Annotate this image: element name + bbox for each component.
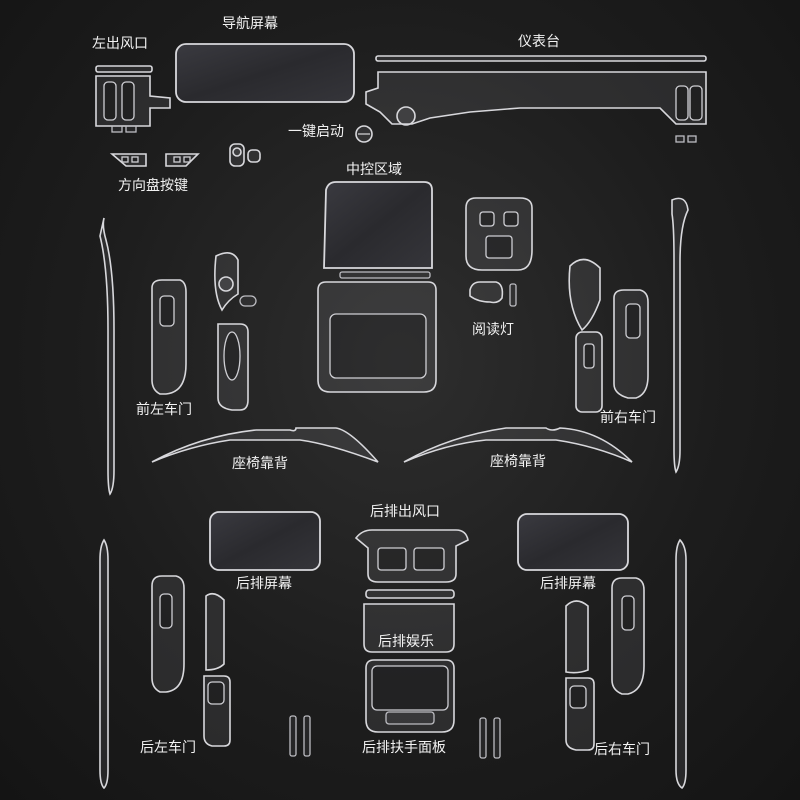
left-vent-part bbox=[95, 65, 171, 133]
rear-right-door-part bbox=[479, 538, 687, 790]
label-rear-entertainment: 后排娱乐 bbox=[378, 634, 434, 650]
rear-left-door-part bbox=[99, 538, 311, 790]
nav-screen-part bbox=[175, 43, 355, 103]
rear-entertainment-part bbox=[363, 589, 455, 653]
rear-screen-right-part bbox=[517, 513, 629, 571]
label-seat-back-right: 座椅靠背 bbox=[490, 454, 546, 470]
label-one-key-start: 一键启动 bbox=[288, 124, 344, 140]
seat-back-left-part bbox=[151, 427, 379, 463]
label-steering-buttons: 方向盘按键 bbox=[118, 178, 188, 194]
label-center-console: 中控区域 bbox=[346, 162, 402, 178]
label-seat-back-left: 座椅靠背 bbox=[232, 456, 288, 472]
label-nav-screen: 导航屏幕 bbox=[222, 16, 278, 32]
label-rear-screen-right: 后排屏幕 bbox=[540, 576, 596, 592]
label-rear-screen-left: 后排屏幕 bbox=[236, 576, 292, 592]
label-dashboard: 仪表台 bbox=[518, 34, 560, 50]
label-rear-armrest-panel: 后排扶手面板 bbox=[362, 740, 446, 756]
label-left-vent: 左出风口 bbox=[92, 36, 148, 52]
label-front-left-door: 前左车门 bbox=[136, 402, 192, 418]
dashboard-part bbox=[365, 55, 707, 143]
label-reading-light: 阅读灯 bbox=[472, 322, 514, 338]
center-console-part bbox=[317, 181, 437, 393]
rear-screen-left-part bbox=[209, 511, 321, 571]
label-rear-left-door: 后左车门 bbox=[140, 740, 196, 756]
rear-vent-part bbox=[354, 529, 469, 583]
label-rear-right-door: 后右车门 bbox=[594, 742, 650, 758]
rear-armrest-panel-part bbox=[365, 659, 455, 733]
front-right-door-part bbox=[568, 197, 689, 474]
steering-buttons-part bbox=[109, 143, 261, 167]
reading-light-part bbox=[465, 197, 533, 307]
label-front-right-door: 前右车门 bbox=[600, 410, 656, 426]
front-left-door-part bbox=[99, 217, 257, 496]
one-key-start-part bbox=[355, 125, 373, 143]
seat-back-right-part bbox=[403, 427, 633, 463]
label-rear-vent: 后排出风口 bbox=[370, 504, 440, 520]
